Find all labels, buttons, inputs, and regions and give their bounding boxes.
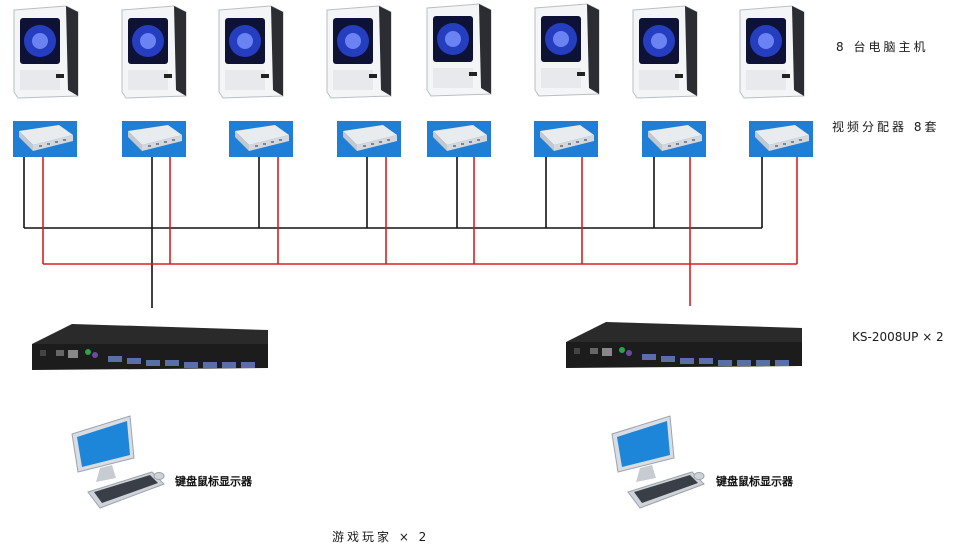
kvm-switch-icon	[566, 322, 802, 368]
video-splitter-icon	[122, 121, 186, 157]
video-splitter	[749, 121, 813, 157]
monitor-keyboard-mouse-icon	[71, 415, 165, 509]
pc-tower-icon	[426, 3, 492, 97]
video-splitter-icon	[427, 121, 491, 157]
pc-tower-icon	[534, 3, 600, 97]
pc-tower-icon	[13, 5, 79, 99]
pc-tower-icon	[632, 5, 698, 99]
video-splitter-icon	[749, 121, 813, 157]
video-splitter-icon	[13, 121, 77, 157]
computers-label: 8 台电脑主机	[836, 40, 929, 54]
pc-tower-icon	[326, 5, 392, 99]
computer-tower	[423, 2, 493, 98]
computer-tower	[215, 4, 285, 100]
pc-tower-icon	[739, 5, 805, 99]
video-splitter-icon	[229, 121, 293, 157]
monitor-keyboard-mouse-icon	[611, 415, 705, 509]
computer-tower	[629, 4, 699, 100]
pc-tower-icon	[121, 5, 187, 99]
video-splitter-icon	[534, 121, 598, 157]
computer-tower	[118, 4, 188, 100]
player-station-left	[68, 412, 168, 516]
video-splitter	[427, 121, 491, 157]
computer-tower	[736, 4, 806, 100]
video-splitter	[642, 121, 706, 157]
kvm-switch-icon	[32, 324, 268, 370]
pc-tower-icon	[218, 5, 284, 99]
computer-tower	[323, 4, 393, 100]
computer-tower	[10, 4, 80, 100]
video-splitter	[229, 121, 293, 157]
video-splitter-icon	[642, 121, 706, 157]
video-splitter	[122, 121, 186, 157]
kvm-switch-right	[564, 320, 804, 376]
kvm-model-label: KS-2008UP × 2	[852, 330, 944, 344]
computer-tower	[531, 2, 601, 98]
video-splitter	[337, 121, 401, 157]
splitters-label: 视频分配器 8套	[832, 120, 940, 134]
station-right-label: 键盘鼠标显示器	[716, 475, 793, 488]
video-splitter	[13, 121, 77, 157]
video-splitter-icon	[337, 121, 401, 157]
kvm-switch-left	[30, 322, 270, 378]
video-splitter	[534, 121, 598, 157]
station-left-label: 键盘鼠标显示器	[175, 475, 252, 488]
players-label: 游戏玩家 × 2	[332, 530, 430, 544]
player-station-right	[608, 412, 708, 516]
